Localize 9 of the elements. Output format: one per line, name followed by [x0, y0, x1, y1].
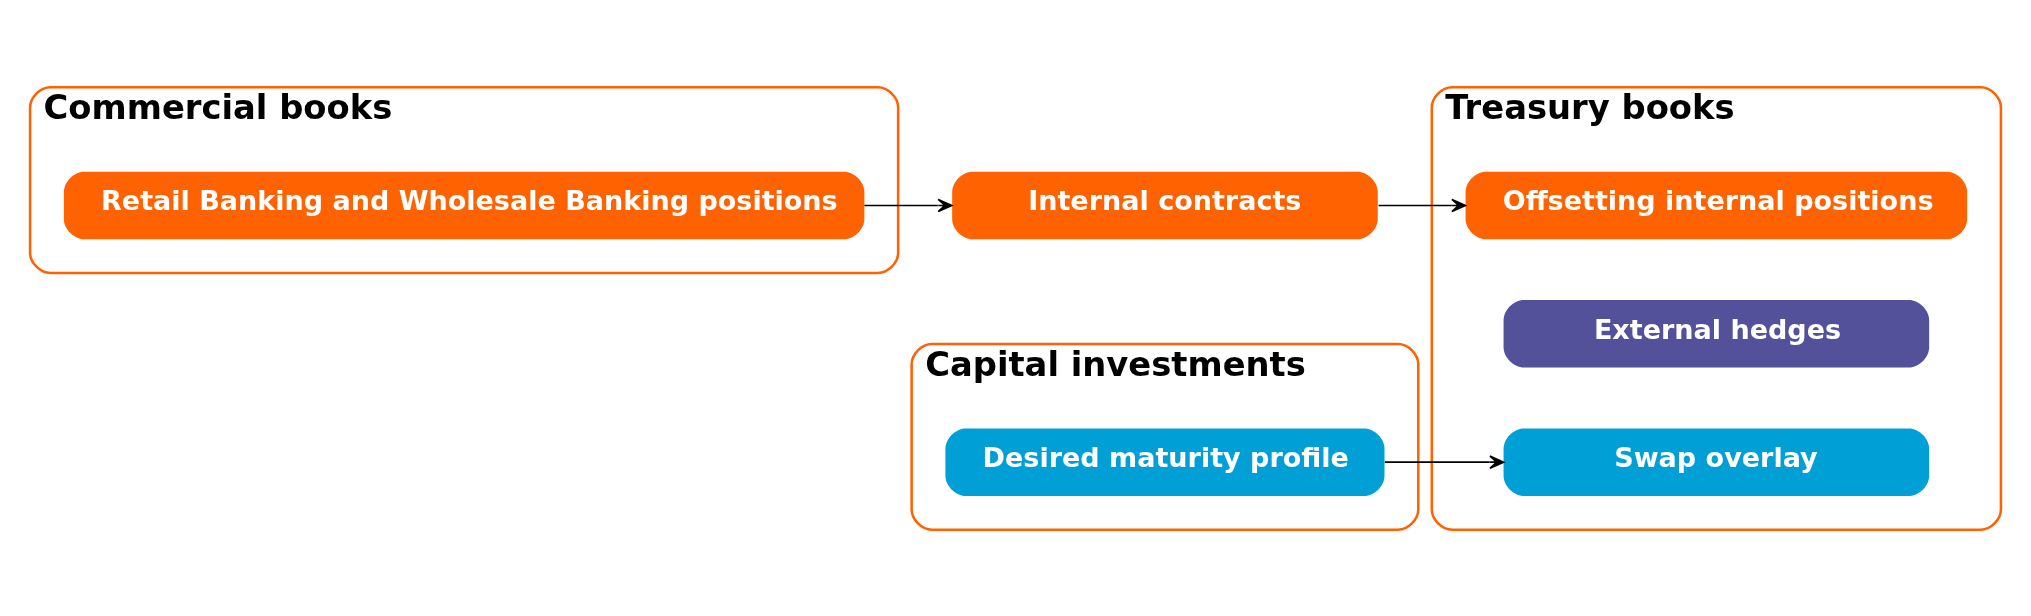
node-box: Internal contracts — [952, 171, 1378, 239]
node-box: Retail Banking and Wholesale Banking positions — [63, 171, 865, 239]
node-box: Desired maturity profile — [945, 427, 1385, 496]
node-box: External hedges — [1503, 299, 1930, 368]
arrow — [1383, 454, 1505, 469]
node-box: Swap overlay — [1503, 427, 1930, 496]
arrow — [863, 198, 953, 212]
node-box: Offsetting internal positions — [1465, 171, 1968, 239]
arrow — [1377, 198, 1467, 212]
